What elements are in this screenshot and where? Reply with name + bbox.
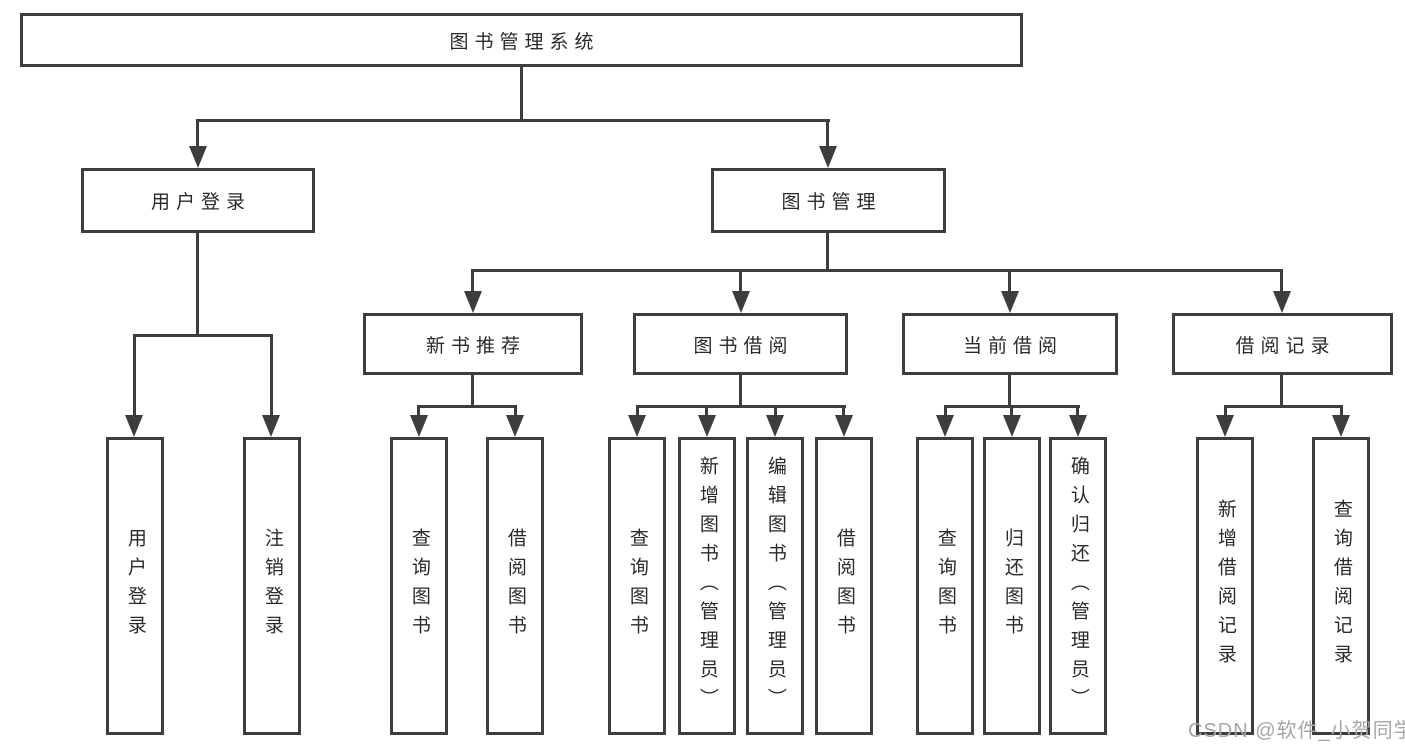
- arrow-down-icon: [698, 415, 716, 437]
- arrow-down-icon: [1001, 291, 1019, 313]
- leaf-label: 借阅图书: [833, 528, 855, 644]
- arrow-down-icon: [1332, 415, 1350, 437]
- arrow-down-icon: [628, 415, 646, 437]
- leaf-add-book-admin: 新增图书（管理员）: [678, 437, 736, 735]
- arrow-down-icon: [819, 146, 837, 168]
- node-label: 新书推荐: [425, 335, 526, 357]
- node-user-login: 用户登录: [81, 168, 315, 233]
- watermark: CSDN @软件_小贺同学: [1188, 720, 1405, 742]
- leaf-query-borrow-record: 查询借阅记录: [1312, 437, 1370, 735]
- connector-line: [270, 334, 273, 417]
- connector-line: [417, 405, 420, 417]
- arrow-down-icon: [262, 415, 280, 437]
- node-current-borrowing: 当前借阅: [902, 313, 1118, 375]
- leaf-label: 归还图书: [1001, 528, 1023, 644]
- arrow-down-icon: [506, 415, 524, 437]
- arrow-down-icon: [1216, 415, 1234, 437]
- connector-line: [739, 375, 742, 408]
- leaf-label: 确认归还（管理员）: [1067, 455, 1089, 717]
- leaf-label: 查询图书: [626, 528, 648, 644]
- node-label: 借阅记录: [1235, 335, 1336, 357]
- connector-line: [471, 375, 474, 408]
- connector-line: [1224, 405, 1227, 417]
- leaf-label: 借阅图书: [504, 528, 526, 644]
- connector-line: [196, 119, 830, 122]
- connector-line: [944, 405, 947, 417]
- connector-line: [1008, 269, 1011, 295]
- connector-line: [774, 405, 777, 417]
- leaf-label: 新增图书（管理员）: [696, 455, 718, 717]
- leaf-return-books: 归还图书: [983, 437, 1041, 735]
- arrow-down-icon: [1273, 291, 1291, 313]
- arrow-down-icon: [732, 291, 750, 313]
- arrow-down-icon: [1003, 415, 1021, 437]
- connector-line: [417, 405, 517, 408]
- connector-line: [1224, 405, 1343, 408]
- leaf-label: 查询图书: [934, 528, 956, 644]
- connector-line: [471, 269, 1283, 272]
- arrow-down-icon: [410, 415, 428, 437]
- node-borrowing-records: 借阅记录: [1172, 313, 1393, 375]
- leaf-label: 新增借阅记录: [1214, 499, 1236, 673]
- connector-line: [514, 405, 517, 417]
- leaf-label: 用户登录: [124, 528, 146, 644]
- leaf-borrow-books-recommend: 借阅图书: [486, 437, 544, 735]
- connector-line: [842, 405, 845, 417]
- connector-line: [636, 405, 846, 408]
- arrow-down-icon: [835, 415, 853, 437]
- connector-line: [196, 233, 199, 337]
- connector-line: [471, 269, 474, 295]
- connector-line: [1280, 375, 1283, 408]
- arrow-down-icon: [125, 415, 143, 437]
- connector-line: [739, 269, 742, 295]
- leaf-label: 查询图书: [408, 528, 430, 644]
- node-root-library-management-system: 图书管理系统: [20, 13, 1023, 67]
- leaf-confirm-return-admin: 确认归还（管理员）: [1049, 437, 1107, 735]
- arrow-down-icon: [766, 415, 784, 437]
- arrow-down-icon: [1069, 415, 1087, 437]
- arrow-down-icon: [189, 146, 207, 168]
- connector-line: [636, 405, 639, 417]
- node-label: 当前借阅: [962, 335, 1063, 357]
- connector-line: [826, 119, 829, 149]
- leaf-logout: 注销登录: [243, 437, 301, 735]
- connector-line: [1280, 269, 1283, 295]
- connector-line: [1008, 375, 1011, 408]
- connector-line: [133, 334, 136, 417]
- connector-line: [133, 334, 273, 337]
- leaf-label: 编辑图书（管理员）: [764, 455, 786, 717]
- connector-line: [1076, 405, 1079, 417]
- connector-line: [1340, 405, 1343, 417]
- leaf-add-borrow-record: 新增借阅记录: [1196, 437, 1254, 735]
- connector-line: [1010, 405, 1013, 417]
- connector-line: [196, 119, 199, 149]
- leaf-label: 注销登录: [261, 528, 283, 644]
- leaf-query-books-borrowing: 查询图书: [608, 437, 666, 735]
- leaf-query-books-current: 查询图书: [916, 437, 974, 735]
- node-label: 用户登录: [150, 192, 251, 213]
- node-label: 图书管理: [781, 192, 882, 213]
- leaf-query-books-recommend: 查询图书: [390, 437, 448, 735]
- leaf-user-login: 用户登录: [106, 437, 164, 735]
- node-label: 图书借阅: [693, 335, 794, 357]
- leaf-borrow-books-borrowing: 借阅图书: [815, 437, 873, 735]
- leaf-edit-book-admin: 编辑图书（管理员）: [746, 437, 804, 735]
- leaf-label: 查询借阅记录: [1330, 499, 1352, 673]
- node-label: 图书管理系统: [449, 31, 600, 53]
- connector-line: [705, 405, 708, 417]
- arrow-down-icon: [464, 291, 482, 313]
- arrow-down-icon: [936, 415, 954, 437]
- node-book-management: 图书管理: [711, 168, 946, 233]
- node-new-book-recommendation: 新书推荐: [363, 313, 583, 375]
- connector-line: [826, 233, 829, 271]
- connector-line: [520, 67, 523, 122]
- node-book-borrowing: 图书借阅: [633, 313, 848, 375]
